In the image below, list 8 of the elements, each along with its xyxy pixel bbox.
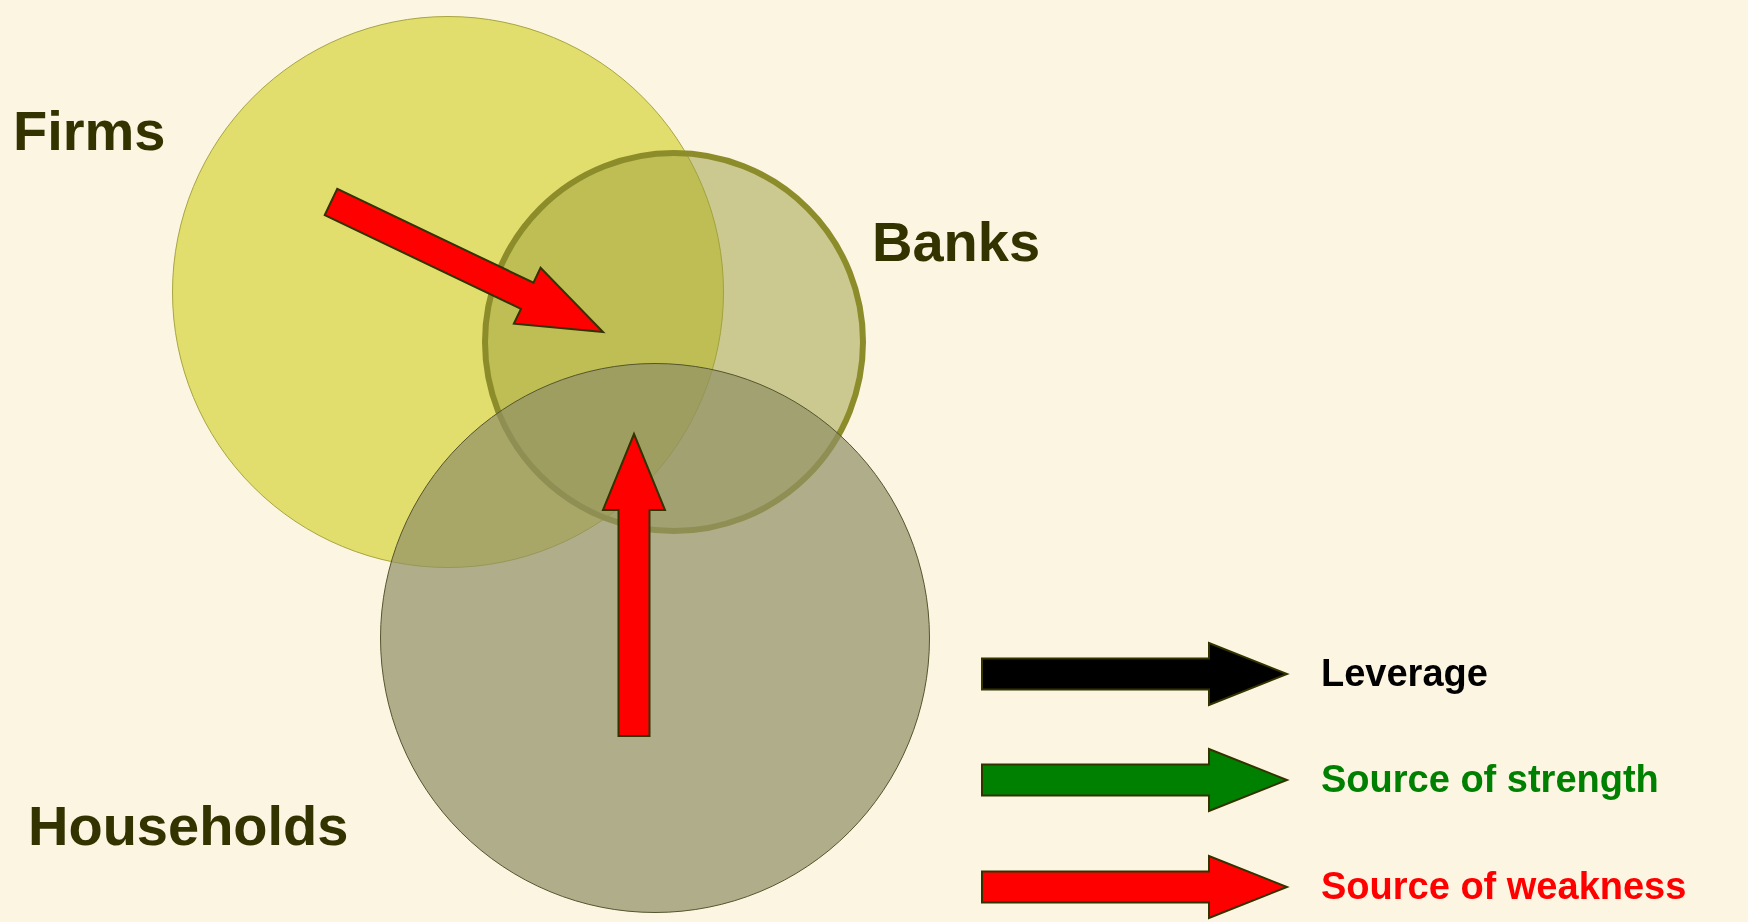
- circle-label: Banks: [872, 214, 1041, 270]
- legend-label: Source of weakness: [1321, 867, 1687, 905]
- block-arrow: [323, 187, 606, 334]
- block-arrow: [601, 431, 667, 737]
- circle-label: Firms: [13, 103, 166, 159]
- circle-label: Households: [28, 798, 349, 854]
- legend-label: Leverage: [1321, 654, 1488, 692]
- legend-label: Source of strength: [1321, 760, 1659, 798]
